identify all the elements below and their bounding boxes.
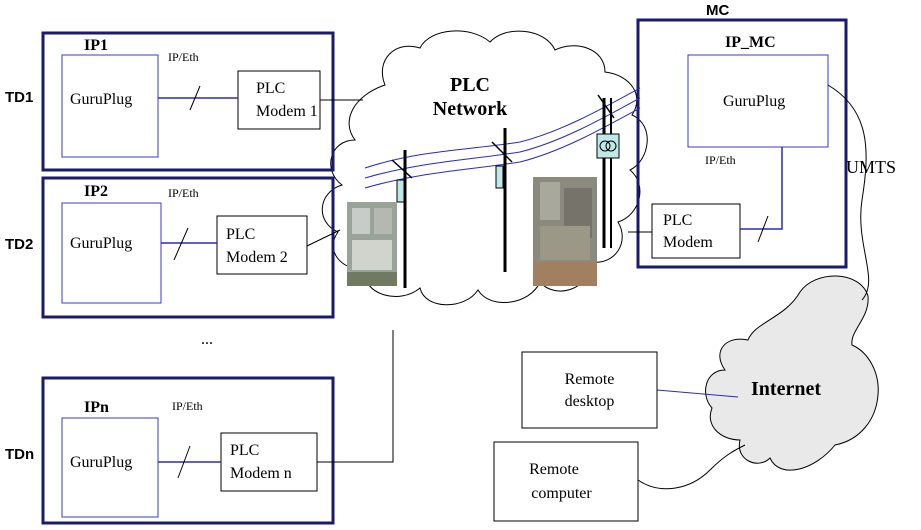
guruplug-label-2: GuruPlug	[70, 235, 133, 252]
desktop-internet-link	[656, 389, 739, 398]
ip2-label: IP2	[84, 183, 108, 200]
plc-modem-box-1	[237, 70, 321, 130]
transformer-coil-a	[599, 140, 611, 152]
guruplug-label-1: GuruPlug	[70, 91, 133, 108]
coupler-2	[495, 165, 504, 189]
umts-link	[827, 84, 870, 301]
conn-tdn	[317, 330, 394, 463]
internet-label: Internet	[751, 378, 821, 400]
plc-modem-n-line1: PLC	[230, 442, 260, 459]
pole-arm-2	[491, 141, 513, 163]
ip1-label: IP1	[84, 37, 108, 54]
iface-label-n: IP/Eth	[172, 399, 203, 413]
plc-modem-mc-line1: PLC	[663, 212, 693, 229]
plc-modem-2-line1: PLC	[226, 226, 256, 243]
remote-computer-line2: computer	[531, 485, 592, 502]
link-mc	[740, 147, 783, 230]
plc-network-title-line2: Network	[432, 98, 508, 120]
plc-modem-box-2	[216, 215, 308, 275]
iface-label-2: IP/Eth	[168, 186, 199, 200]
plc-modem-n-line2: Modem n	[230, 465, 292, 482]
mc-frame	[636, 18, 848, 269]
tdn-frame	[41, 376, 335, 525]
remote-computer-box	[493, 441, 639, 522]
ip-mc-label: IP_MC	[725, 34, 776, 51]
td1-label: TD1	[5, 89, 34, 106]
remote-computer-line1: Remote	[529, 461, 579, 478]
conn-td2	[306, 229, 341, 247]
td1-frame	[41, 31, 335, 172]
transformer-coil-b	[605, 140, 617, 152]
computer-internet-link	[637, 444, 746, 490]
power-line-3	[364, 107, 641, 189]
guruplug-box-n	[61, 417, 159, 518]
guruplug-box-2	[61, 202, 162, 304]
pole-arm-3	[597, 94, 615, 119]
remote-desktop-line2: desktop	[564, 393, 615, 410]
guruplug-box-1	[61, 54, 159, 158]
iface-label-mc: IP/Eth	[705, 153, 736, 167]
iface-label-1: IP/Eth	[168, 50, 199, 64]
power-line-2	[364, 97, 641, 179]
td2-label: TD2	[5, 236, 34, 253]
tdn-label: TDn	[5, 446, 35, 463]
plc-network-title-line1: PLC	[450, 74, 490, 96]
td2-frame	[41, 176, 335, 319]
internet-cloud	[705, 275, 879, 471]
mc-label: MC	[706, 2, 730, 19]
transformer-box	[596, 133, 620, 159]
slash-td2	[173, 227, 189, 261]
plc-modem-box-mc	[651, 203, 741, 259]
slash-td1	[189, 85, 201, 111]
slash-mc	[757, 215, 769, 243]
guruplug-label-n: GuruPlug	[70, 454, 133, 471]
plc-modem-1-line1: PLC	[256, 80, 286, 97]
pole-arm-1	[391, 159, 413, 179]
umts-label: UMTS	[846, 157, 897, 177]
plc-modem-1-line2: Modem 1	[256, 103, 318, 120]
ellipsis: ...	[201, 331, 213, 348]
guruplug-box-mc	[687, 54, 829, 148]
ipn-label: IPn	[84, 399, 109, 416]
substation-photo-1	[347, 202, 397, 286]
plc-modem-box-n	[220, 432, 318, 492]
coupler-1	[396, 179, 405, 203]
remote-desktop-box	[521, 351, 658, 429]
plc-modem-mc-line2: Modem	[663, 234, 713, 251]
power-line-1	[364, 87, 641, 169]
remote-desktop-line1: Remote	[564, 371, 615, 388]
plc-modem-2-line2: Modem 2	[226, 249, 288, 266]
guruplug-label-mc: GuruPlug	[723, 93, 786, 110]
slash-tdn	[177, 445, 191, 479]
substation-photo-2	[533, 177, 597, 286]
